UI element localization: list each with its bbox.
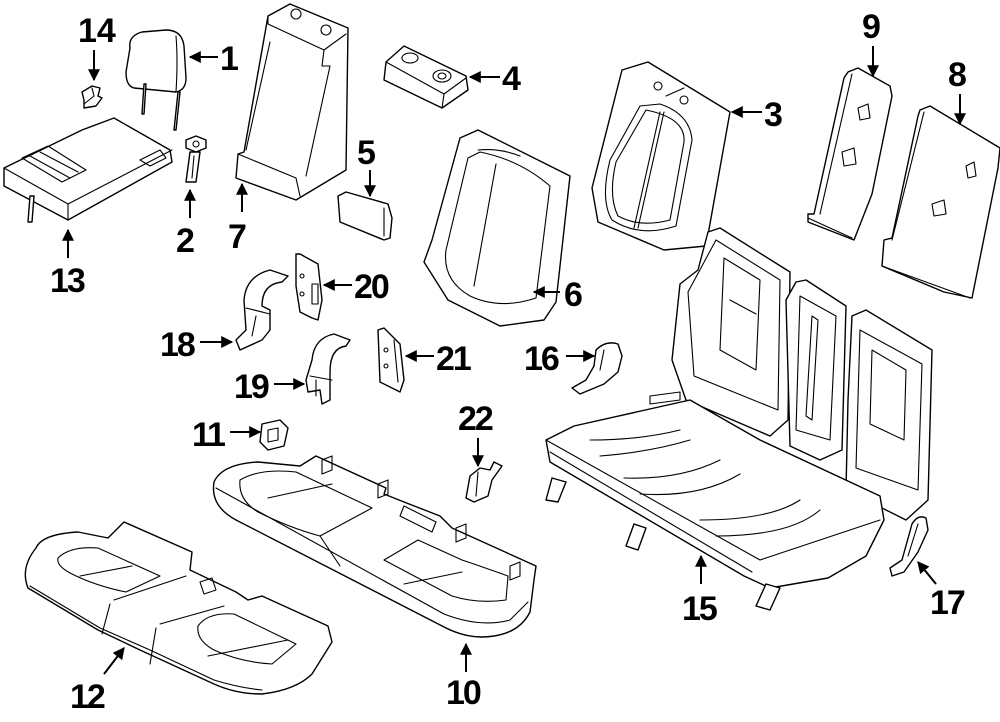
part-12-seat-cushion-cover[interactable] bbox=[24, 521, 333, 695]
part-1-headrest[interactable] bbox=[125, 29, 187, 131]
callout-20[interactable]: 20 bbox=[354, 268, 391, 306]
callout-5[interactable]: 5 bbox=[357, 134, 376, 172]
part-13-armrest[interactable] bbox=[3, 117, 173, 223]
callout-7[interactable]: 7 bbox=[228, 218, 247, 256]
part-18-recliner-cover[interactable] bbox=[235, 269, 289, 351]
part-3-seat-back-frame-cover[interactable] bbox=[591, 61, 731, 251]
part-20-bracket[interactable] bbox=[295, 253, 323, 321]
callout-22[interactable]: 22 bbox=[458, 400, 495, 438]
callout-12[interactable]: 12 bbox=[70, 678, 107, 716]
callout-9[interactable]: 9 bbox=[862, 8, 881, 46]
part-14-armrest-latch[interactable] bbox=[81, 85, 103, 109]
part-5-trim-piece[interactable] bbox=[337, 191, 393, 241]
callout-16[interactable]: 16 bbox=[524, 340, 561, 378]
callout-4[interactable]: 4 bbox=[502, 60, 521, 98]
callout-18[interactable]: 18 bbox=[160, 326, 197, 364]
leader-12 bbox=[103, 647, 125, 675]
part-19-recliner-cover[interactable] bbox=[305, 333, 351, 405]
part-10-seat-cushion-rear[interactable] bbox=[212, 455, 537, 638]
part-9-seat-back-panel-small[interactable] bbox=[807, 67, 893, 241]
part-11-clip[interactable] bbox=[259, 419, 289, 451]
part-15-seat-frame[interactable] bbox=[545, 227, 933, 611]
callout-1[interactable]: 1 bbox=[220, 40, 239, 78]
part-7-center-seat-back[interactable] bbox=[235, 3, 349, 201]
part-4-headrest-mount-cap[interactable] bbox=[383, 45, 469, 109]
callout-15[interactable]: 15 bbox=[682, 590, 719, 628]
callout-21[interactable]: 21 bbox=[436, 340, 473, 378]
part-17-hinge-cover-right[interactable] bbox=[889, 516, 929, 577]
callout-17[interactable]: 17 bbox=[930, 584, 967, 622]
part-6-seat-back-cushion[interactable] bbox=[423, 129, 571, 327]
callout-2[interactable]: 2 bbox=[176, 222, 195, 260]
leader-17 bbox=[917, 561, 937, 585]
callout-11[interactable]: 11 bbox=[192, 416, 227, 454]
part-16-hinge-cover-left[interactable] bbox=[571, 342, 623, 395]
callout-10[interactable]: 10 bbox=[446, 674, 483, 712]
part-22-latch[interactable] bbox=[465, 461, 503, 503]
callout-8[interactable]: 8 bbox=[948, 56, 967, 94]
callout-14[interactable]: 14 bbox=[78, 12, 116, 50]
callout-19[interactable]: 19 bbox=[234, 368, 271, 406]
part-2-headrest-guide[interactable] bbox=[185, 135, 207, 183]
callout-3[interactable]: 3 bbox=[764, 96, 783, 134]
callout-6[interactable]: 6 bbox=[564, 276, 583, 314]
part-8-seat-back-panel-large[interactable] bbox=[881, 105, 1000, 299]
part-21-bracket[interactable] bbox=[377, 327, 405, 393]
callout-13[interactable]: 13 bbox=[50, 262, 87, 300]
